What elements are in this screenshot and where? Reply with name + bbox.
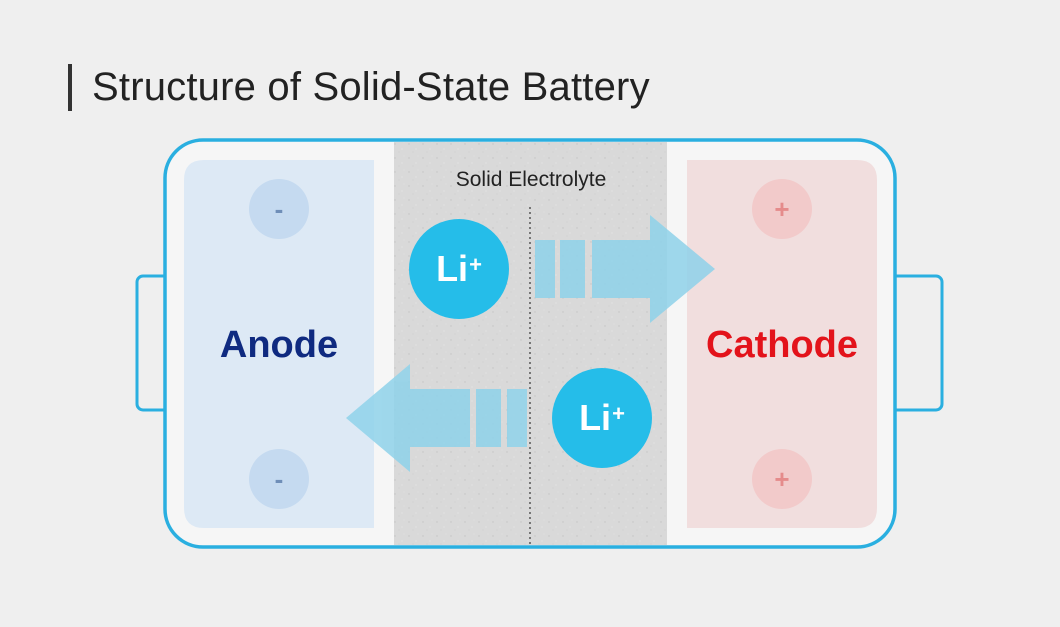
anode-sign-top: - [249,179,309,239]
arrow-to-anode [346,364,527,472]
cathode-label: Cathode [706,324,858,366]
arrow-to-cathode [535,215,715,323]
anode-sign-bottom: - [249,449,309,509]
lithium-ion-top: Li+ [409,219,509,319]
cathode-sign-bottom: + [752,449,812,509]
ion-charge: + [469,252,482,277]
title-accent-bar [68,64,72,111]
electrolyte-label: Solid Electrolyte [455,168,607,191]
cathode-sign-top: + [752,179,812,239]
ion-symbol: Li [436,248,469,289]
anode-panel [184,160,374,528]
anode-label: Anode [219,324,339,366]
ion-symbol: Li [579,397,612,438]
ion-charge: + [612,401,625,426]
diagram-title: Structure of Solid-State Battery [92,65,650,109]
lithium-ion-bottom: Li+ [552,368,652,468]
cathode-panel [687,160,877,528]
